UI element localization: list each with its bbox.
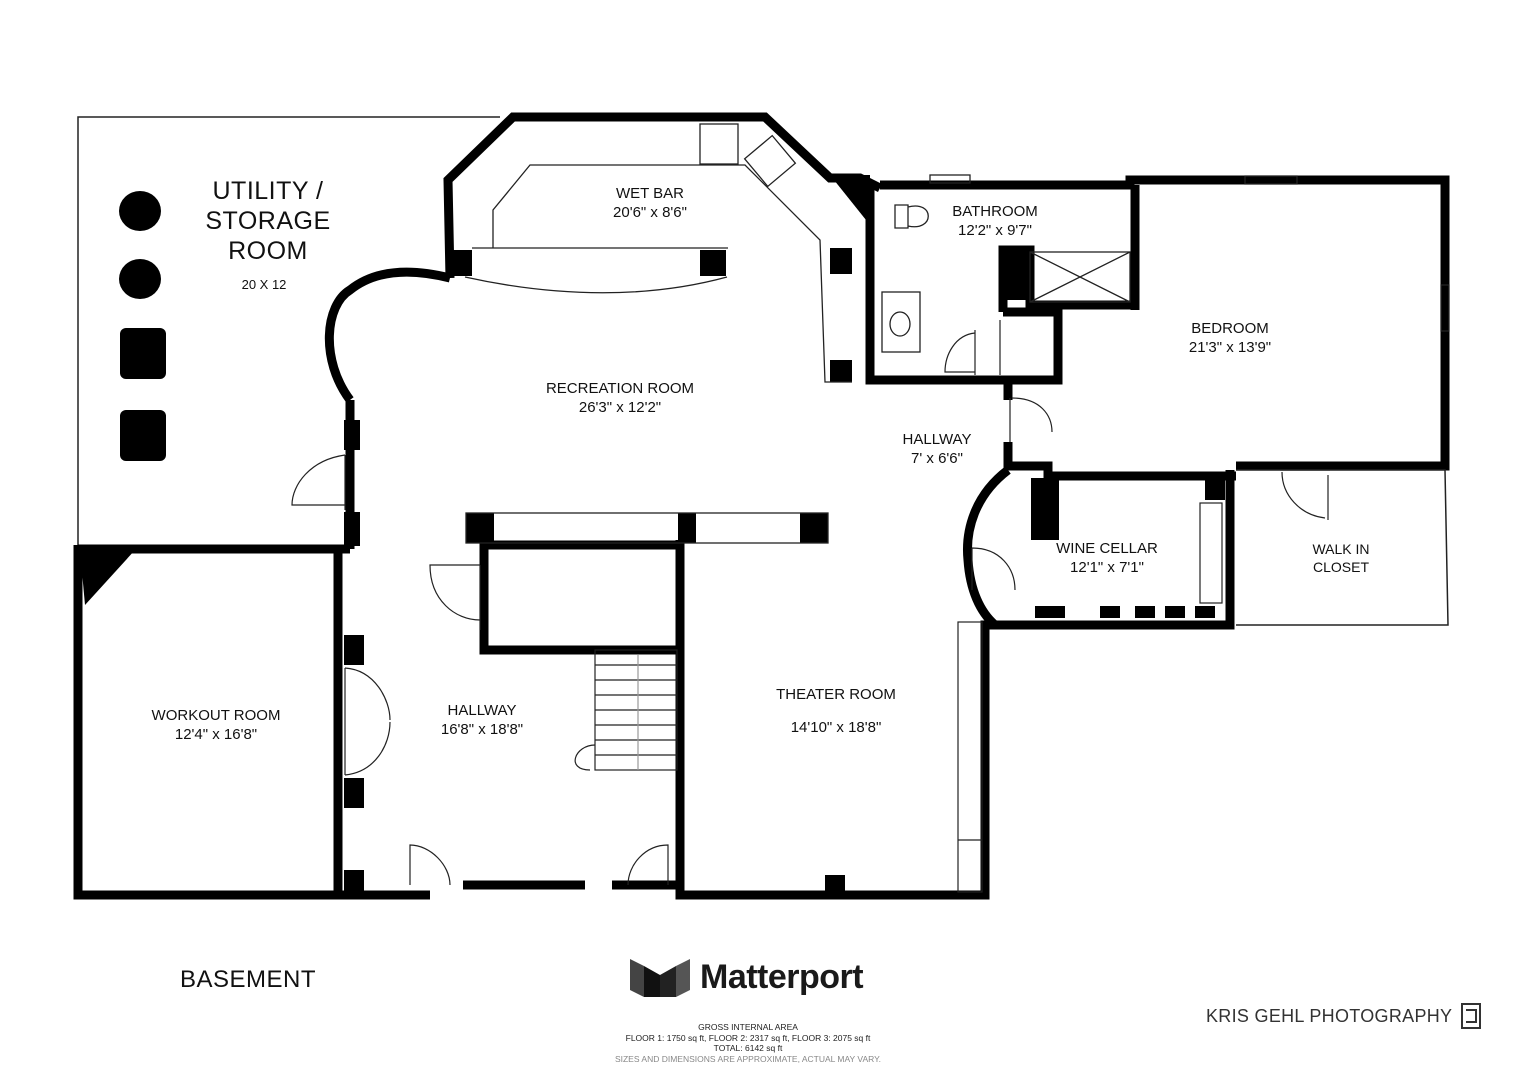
gross-area-total: TOTAL: 6142 sq ft (713, 1043, 783, 1054)
wine-cellar-label: WINE CELLAR 12'1" x 7'1" (1056, 540, 1158, 578)
camera-logo-icon (1461, 1003, 1482, 1029)
walk-in-closet-name-line1: WALK IN (1312, 541, 1370, 557)
bathroom-label: BATHROOM 12'2" x 9'7" (952, 203, 1038, 241)
wall-corners (80, 175, 1028, 895)
water-heater-icon (119, 259, 161, 299)
recreation-room-label: RECREATION ROOM 26'3" x 12'2" (546, 380, 694, 418)
matterport-logo-icon (630, 959, 690, 997)
hallway-east-dims: 7' x 6'6" (911, 449, 963, 467)
utility-room-name-line1: UTILITY / (212, 177, 324, 205)
bathroom-name: BATHROOM (952, 203, 1038, 220)
fridge-icon (699, 123, 739, 165)
floor-label: BASEMENT (180, 966, 317, 993)
photographer-credit: KRIS GEHL PHOTOGRAPHY (1206, 1002, 1484, 1030)
wine-racks (1035, 606, 1215, 618)
utility-room-outline (77, 116, 500, 545)
walk-in-closet-label: WALK IN CLOSET (1312, 541, 1369, 576)
water-heater-icon (119, 191, 161, 231)
recreation-room-dims: 26'3" x 12'2" (578, 398, 662, 416)
utility-room-dims: 20 X 12 (241, 277, 287, 292)
exterior-walls (73, 112, 1450, 900)
wet-bar-counter (464, 123, 852, 544)
walk-in-closet-name-line2: CLOSET (1312, 558, 1370, 575)
shower-icon (1029, 251, 1131, 303)
gross-area-disclaimer: SIZES AND DIMENSIONS ARE APPROXIMATE, AC… (614, 1053, 882, 1064)
hallway-main-label: HALLWAY 16'8" x 18'8" (441, 702, 523, 740)
wet-bar-label: WET BAR 20'6" x 8'6" (613, 185, 687, 223)
bedroom-name: BEDROOM (1191, 320, 1269, 337)
workout-room-name: WORKOUT ROOM (151, 707, 281, 724)
doors (291, 320, 1330, 893)
hallway-east-name: HALLWAY (902, 431, 972, 448)
utility-room-name-line2: STORAGE (205, 207, 331, 235)
theater-room-label: THEATER ROOM 14'10" x 18'8" (776, 686, 896, 738)
furnace-icon (120, 328, 166, 379)
sink-icon (881, 291, 921, 353)
staircase (574, 649, 678, 771)
wet-bar-name: WET BAR (615, 185, 685, 202)
workout-room-label: WORKOUT ROOM 12'4" x 16'8" (152, 707, 281, 745)
sink-icon (743, 134, 797, 188)
matterport-brand-name: Matterport (700, 957, 864, 996)
closet-outline (1236, 469, 1449, 626)
gross-area-block: GROSS INTERNAL AREA FLOOR 1: 1750 sq ft,… (615, 1022, 881, 1065)
hallway-east-label: HALLWAY 7' x 6'6" (903, 431, 972, 469)
gross-area-floors: FLOOR 1: 1750 sq ft, FLOOR 2: 2317 sq ft… (625, 1032, 871, 1043)
bathroom-fixtures (881, 174, 1450, 353)
utility-room-name-line3: ROOM (228, 237, 308, 265)
utility-equipment (119, 191, 166, 461)
workout-room-dims: 12'4" x 16'8" (174, 725, 258, 743)
wine-cellar-shelf (1199, 502, 1223, 604)
recreation-room-name: RECREATION ROOM (545, 380, 695, 397)
theater-room-dims: 14'10" x 18'8" (790, 718, 882, 736)
bathroom-dims: 12'2" x 9'7" (958, 221, 1032, 239)
utility-room-label: UTILITY / STORAGE ROOM (205, 176, 330, 266)
furnace-icon (120, 410, 166, 461)
toilet-icon (894, 204, 929, 229)
hallway-main-dims: 16'8" x 18'8" (440, 720, 524, 738)
hallway-main-name: HALLWAY (447, 702, 517, 719)
matterport-logo-spacer (630, 956, 690, 998)
wet-bar-dims: 20'6" x 8'6" (613, 203, 687, 221)
wine-cellar-dims: 12'1" x 7'1" (1070, 558, 1144, 576)
photographer-name: KRIS GEHL PHOTOGRAPHY (1206, 1005, 1453, 1026)
wine-cellar-name: WINE CELLAR (1056, 540, 1158, 557)
matterport-brand: Matterport (630, 956, 864, 998)
bedroom-dims: 21'3" x 13'9" (1188, 338, 1272, 356)
bedroom-label: BEDROOM 21'3" x 13'9" (1189, 320, 1271, 358)
gross-area-heading: GROSS INTERNAL AREA (698, 1022, 798, 1032)
theater-room-name: THEATER ROOM (776, 686, 896, 703)
